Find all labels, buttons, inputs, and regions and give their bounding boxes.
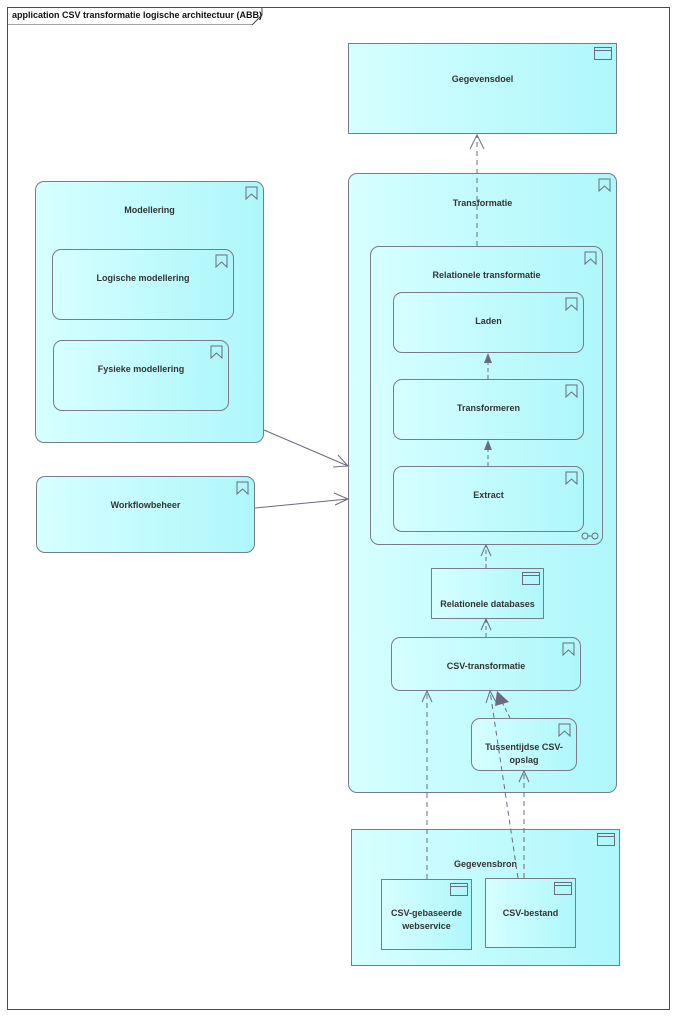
node-csv-bestand-label: CSV-bestand bbox=[502, 908, 559, 918]
function-bookmark-icon bbox=[565, 384, 578, 398]
node-csv-bestand[interactable]: CSV-bestand bbox=[485, 878, 576, 948]
function-bookmark-icon bbox=[565, 471, 578, 485]
function-bookmark-icon bbox=[584, 251, 597, 265]
interface-lollipop-icon bbox=[581, 532, 599, 540]
function-bookmark-icon bbox=[565, 297, 578, 311]
node-relationele-databases-label: Relationele databases bbox=[440, 599, 535, 609]
component-window-icon bbox=[554, 882, 572, 895]
node-extract-label: Extract bbox=[473, 490, 504, 500]
node-tussentijdse-csv-opslag[interactable]: Tussentijdse CSV-opslag bbox=[471, 718, 577, 771]
node-gegevensdoel-label: Gegevensdoel bbox=[451, 74, 514, 84]
node-modellering-label: Modellering bbox=[124, 205, 175, 215]
component-window-icon bbox=[594, 47, 612, 60]
node-logische-modellering-label: Logische modellering bbox=[96, 273, 190, 283]
node-fysieke-modellering-label: Fysieke modellering bbox=[97, 364, 185, 374]
node-laden[interactable]: Laden bbox=[393, 292, 584, 353]
function-bookmark-icon bbox=[236, 481, 249, 495]
node-fysieke-modellering[interactable]: Fysieke modellering bbox=[53, 340, 229, 411]
function-bookmark-icon bbox=[598, 178, 611, 192]
function-bookmark-icon bbox=[245, 186, 258, 200]
node-logische-modellering[interactable]: Logische modellering bbox=[52, 249, 234, 320]
node-relationele-transformatie-label: Relationele transformatie bbox=[432, 270, 541, 280]
node-transformeren-label: Transformeren bbox=[456, 403, 521, 413]
component-window-icon bbox=[450, 883, 468, 896]
component-window-icon bbox=[597, 833, 615, 846]
function-bookmark-icon bbox=[215, 254, 228, 268]
node-workflowbeheer-label: Workflowbeheer bbox=[110, 500, 181, 510]
node-csv-gebaseerde-webservice-label: CSV-gebaseerde webservice bbox=[390, 908, 463, 931]
function-bookmark-icon bbox=[210, 345, 223, 359]
node-relationele-databases[interactable]: Relationele databases bbox=[431, 568, 544, 619]
node-gegevensdoel[interactable]: Gegevensdoel bbox=[348, 43, 617, 134]
diagram-title: application CSV transformatie logische a… bbox=[12, 10, 263, 20]
node-csv-transformatie-label: CSV-transformatie bbox=[446, 661, 526, 671]
node-tussentijdse-csv-opslag-label: Tussentijdse CSV-opslag bbox=[485, 742, 563, 765]
node-transformeren[interactable]: Transformeren bbox=[393, 379, 584, 440]
function-bookmark-icon bbox=[558, 723, 571, 737]
function-bookmark-icon bbox=[562, 642, 575, 656]
node-workflowbeheer[interactable]: Workflowbeheer bbox=[36, 476, 255, 553]
node-extract[interactable]: Extract bbox=[393, 466, 584, 532]
node-csv-transformatie[interactable]: CSV-transformatie bbox=[391, 637, 581, 691]
frame-title-tab bbox=[7, 7, 263, 25]
node-csv-gebaseerde-webservice[interactable]: CSV-gebaseerde webservice bbox=[381, 879, 472, 950]
node-gegevensbron-label: Gegevensbron bbox=[453, 859, 518, 869]
node-transformatie-label: Transformatie bbox=[452, 198, 513, 208]
component-window-icon bbox=[522, 572, 540, 585]
node-laden-label: Laden bbox=[475, 316, 502, 326]
